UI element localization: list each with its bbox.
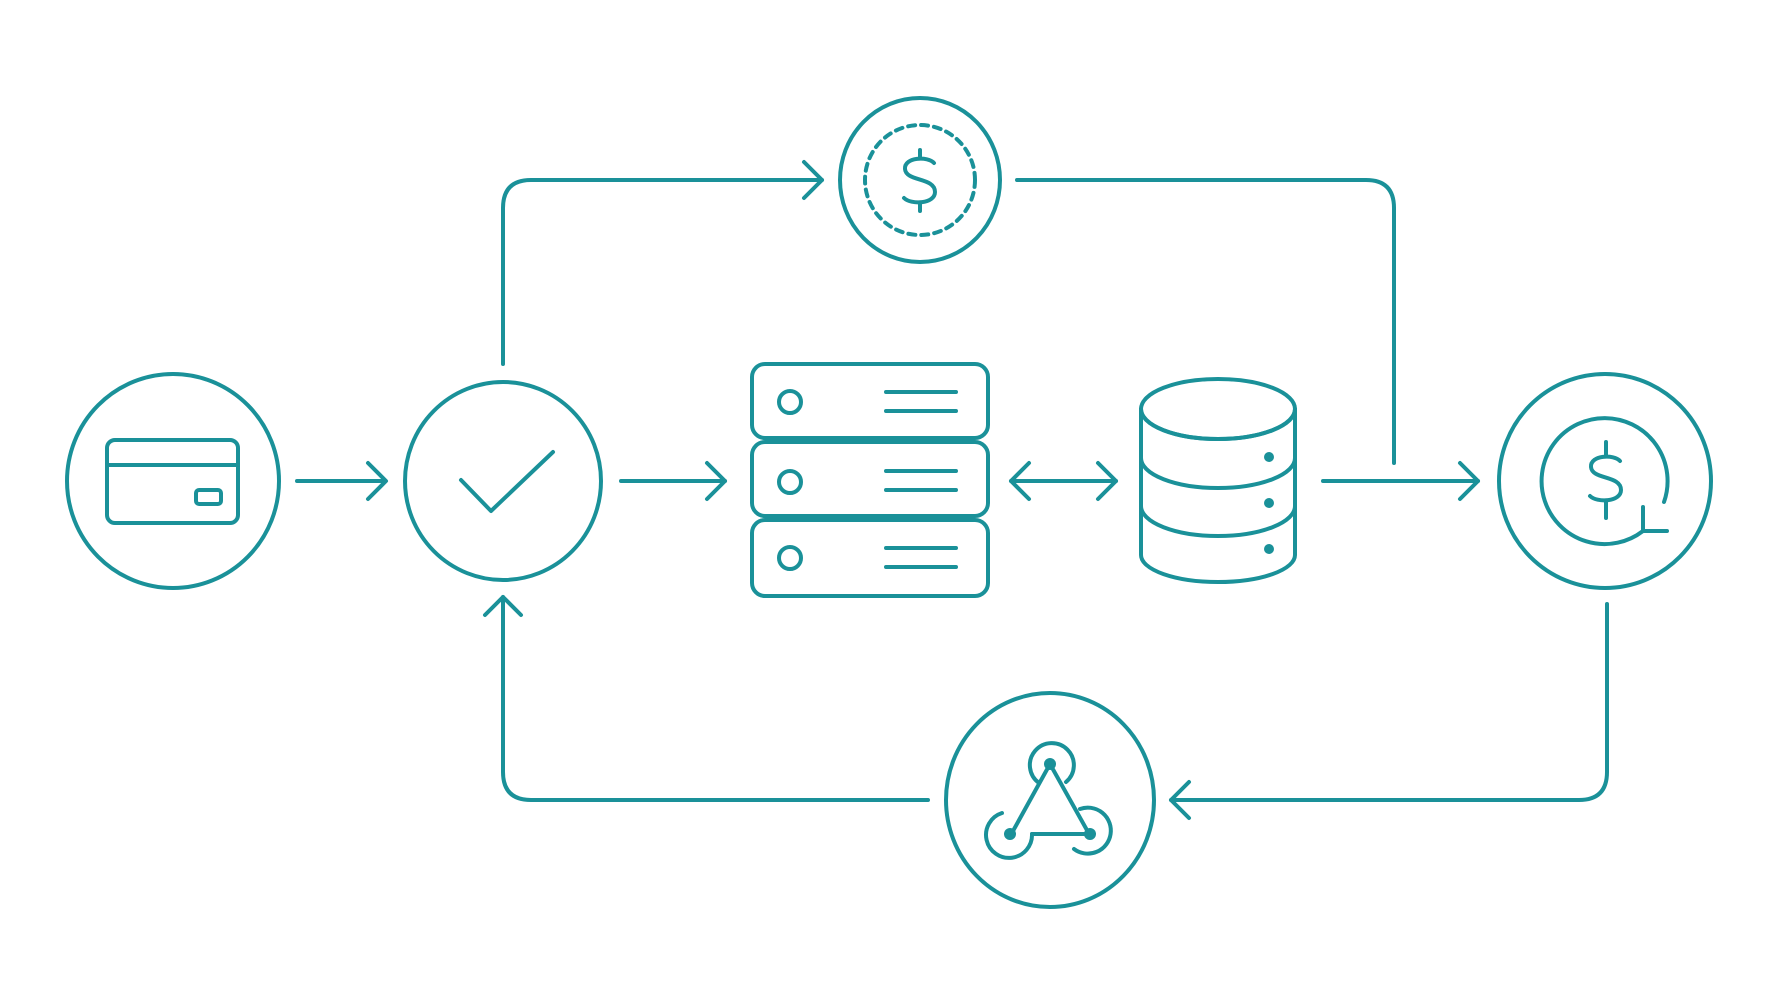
database-icon bbox=[1139, 377, 1297, 584]
connector-card-to-verify bbox=[295, 461, 388, 501]
dollar-dashed-circle-icon bbox=[863, 123, 977, 237]
webhook-node-ring bbox=[944, 691, 1156, 909]
checkmark-icon bbox=[459, 450, 555, 513]
server-unit bbox=[750, 518, 990, 598]
refund-node bbox=[1497, 372, 1713, 590]
card-node-ring bbox=[65, 372, 281, 590]
connector-database-to-refund bbox=[1321, 461, 1480, 501]
connector-servers-database bbox=[1009, 461, 1118, 501]
server-unit bbox=[750, 362, 990, 440]
card-node bbox=[65, 372, 281, 590]
dollar-refresh-icon bbox=[1539, 416, 1670, 547]
connector-refund-to-webhook bbox=[1169, 602, 1609, 820]
server-unit bbox=[750, 440, 990, 518]
refund-node-ring bbox=[1497, 372, 1713, 590]
server-stack-icon bbox=[750, 362, 990, 598]
credit-card-icon bbox=[105, 438, 240, 525]
db-indicator bbox=[1264, 544, 1274, 554]
connector-verify-to-pending-payment bbox=[501, 160, 824, 366]
pending-payment-node bbox=[838, 96, 1002, 264]
db-indicator bbox=[1264, 498, 1274, 508]
verify-node bbox=[403, 380, 603, 582]
verify-node-ring bbox=[403, 380, 603, 582]
servers-node bbox=[750, 362, 990, 598]
webhook-node bbox=[944, 691, 1156, 909]
webhook-icon bbox=[984, 741, 1113, 860]
connector-pending-payment-to-refund bbox=[1015, 178, 1396, 465]
database-node bbox=[1139, 377, 1297, 584]
connector-webhook-to-verify bbox=[483, 595, 930, 802]
db-indicator bbox=[1264, 452, 1274, 462]
connectors bbox=[295, 160, 1609, 820]
connector-verify-to-servers bbox=[619, 461, 727, 501]
